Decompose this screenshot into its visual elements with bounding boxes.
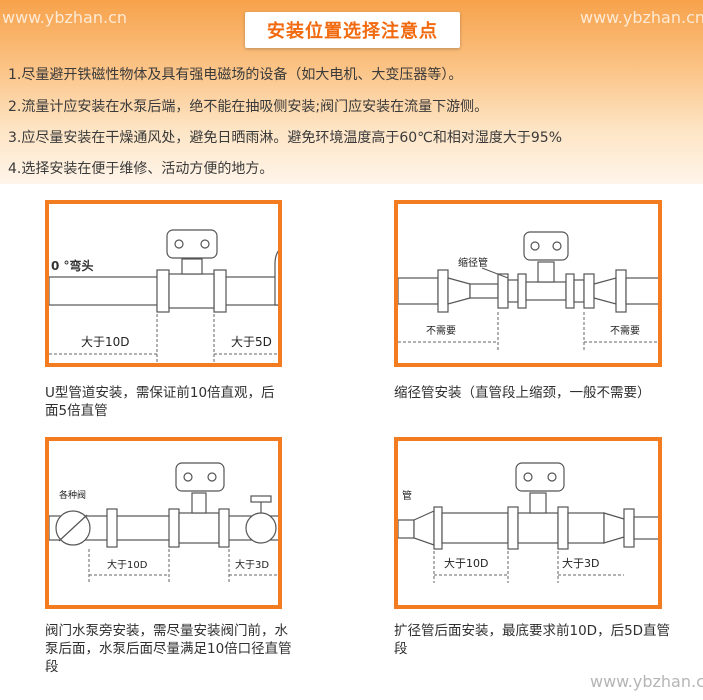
flowmeter-body [178,512,220,544]
flowmeter-head [523,231,569,261]
label-upstream: 大于10D [81,335,130,349]
diagram-valve-pump: 各种阀 大于10D 大于3D [45,437,282,609]
label-expander: 管 [402,489,412,502]
label-downstream: 大于3D [235,558,269,571]
banner-title: 安装位置选择注意点 [245,12,460,48]
reducer-out [593,277,617,305]
label-elbow: 0 °弯头 [51,258,94,273]
flange-1 [156,269,170,313]
header-banner: 安装位置选择注意点 1.尽量避开铁磁性物体及具有强电磁场的设备（如大电机、大变压… [0,0,703,184]
watermark-bottom-right: www.ybzhan.cn [590,672,703,691]
diagram-reducer: 缩径管 不需要 不需要 [394,200,662,367]
caption-reducer: 缩径管安装（直管段上缩颈，一般不需要） [394,385,651,401]
diagram-expander: 管 大于10D 大于3D [394,437,662,609]
tip-4: 4.选择安装在便于维修、活动方便的地方。 [8,161,274,177]
watermark-top-left: www.ybzhan.cn [2,8,128,27]
flowmeter-head [175,462,225,492]
tip-1: 1.尽量避开铁磁性物体及具有强电磁场的设备（如大电机、大变压器等）。 [8,67,463,83]
label-reducer: 缩径管 [458,256,488,269]
pipe-elbow [274,250,278,306]
label-downstream: 大于5D [231,335,272,349]
label-valve: 各种阀 [59,489,86,501]
flowmeter-head [166,229,218,259]
tip-2: 2.流量计应安装在水泵后端，绝不能在抽吸侧安装;阀门应安装在流量下游侧。 [8,99,489,115]
flowmeter-neck [181,258,203,275]
flowmeter-body [168,273,215,309]
flowmeter-body [525,281,567,301]
pump [245,512,277,544]
caption-u-pipe: U型管道安装，需保证前10倍直观，后面5倍直管 [45,385,275,419]
flange-2 [213,269,227,313]
label-downstream: 大于3D [562,556,599,570]
reducer-in [447,277,471,305]
label-upstream: 大于10D [444,556,488,570]
watermark-top-right: www.ybzhan.cn [580,8,703,27]
diagram-u-pipe: 0 °弯头 大于10D 大于5D [45,200,282,367]
tip-3: 3.应尽量安装在干燥通风处，避免日晒雨淋。避免环境温度高于60℃和相对湿度大于9… [8,130,563,146]
flowmeter-body [517,512,559,544]
label-upstream: 大于10D [107,558,148,571]
flowmeter-head [515,462,565,492]
expander [413,510,435,546]
label-downstream: 不需要 [610,325,640,337]
caption-expander: 扩径管后面安装，最底要求前10D，后5D直管段 [394,623,671,657]
label-upstream: 不需要 [426,325,456,337]
caption-valve-pump: 阀门水泵旁安装，需尽量安装阀门前，水泵后面，水泵后面尽量满足10倍口径直管段 [45,623,292,675]
